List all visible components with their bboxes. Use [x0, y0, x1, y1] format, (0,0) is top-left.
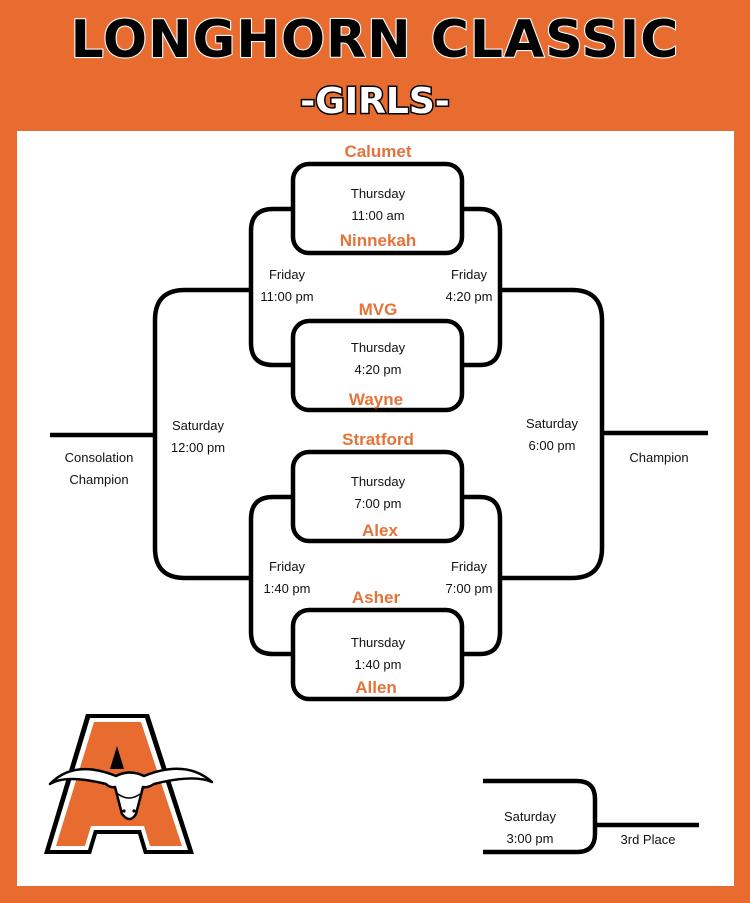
longhorn-logo	[44, 714, 214, 854]
bracket-friday-bottom-right	[462, 494, 503, 657]
team-calumet: Calumet	[344, 142, 412, 161]
game-2-time: 4:20 pm	[354, 362, 402, 377]
friday-top-right-info: Friday 4:20 pm	[414, 264, 524, 308]
game-4-info: Thursday 1:40 pm	[323, 632, 433, 676]
game-1-info: Thursday 11:00 am	[323, 183, 433, 227]
friday-top-left-info: Friday 11:00 pm	[232, 264, 342, 308]
champion-label: Champion	[629, 450, 689, 465]
game-4-day: Thursday	[350, 635, 406, 650]
friday-top-left-time: 11:00 pm	[260, 289, 314, 304]
saturday-left-time: 12:00 pm	[170, 440, 226, 455]
page-subtitle: -GIRLS-	[299, 80, 451, 124]
game-3-info: Thursday 7:00 pm	[323, 471, 433, 515]
friday-bottom-right-time: 7:00 pm	[445, 581, 493, 596]
bracket-friday-top-left	[248, 206, 293, 368]
game-1-time: 11:00 am	[351, 208, 405, 223]
consolation-label-line2: Champion	[69, 472, 129, 487]
friday-top-left-day: Friday	[268, 267, 306, 282]
friday-bottom-left-time: 1:40 pm	[263, 581, 311, 596]
team-wayne: Wayne	[348, 390, 404, 409]
team-stratford: Stratford	[342, 430, 414, 449]
saturday-right-time: 6:00 pm	[528, 438, 576, 453]
bracket-friday-top-right	[462, 206, 503, 368]
third-place-game-info: Saturday 3:00 pm	[475, 806, 585, 850]
longhorn-icon	[48, 767, 214, 821]
team-asher: Asher	[351, 588, 401, 607]
game-2-day: Thursday	[350, 340, 406, 355]
saturday-left-info: Saturday 12:00 pm	[143, 415, 253, 459]
game-1-day: Thursday	[350, 186, 406, 201]
friday-top-right-day: Friday	[450, 267, 488, 282]
bracket-third-place	[483, 778, 598, 855]
game-4-time: 1:40 pm	[354, 657, 402, 672]
team-mvg: MVG	[358, 300, 398, 319]
game-3-time: 7:00 pm	[354, 496, 402, 511]
game-3-day: Thursday	[350, 474, 406, 489]
page-title: LONGHORN CLASSIC	[70, 9, 680, 71]
game-2-info: Thursday 4:20 pm	[323, 337, 433, 381]
third-place-label: 3rd Place	[620, 832, 676, 847]
saturday-right-day: Saturday	[525, 416, 579, 431]
friday-bottom-left-info: Friday 1:40 pm	[232, 556, 342, 600]
bracket-friday-bottom-left	[248, 494, 293, 657]
third-place-game-time: 3:00 pm	[506, 831, 554, 846]
friday-bottom-left-day: Friday	[268, 559, 306, 574]
saturday-left-day: Saturday	[171, 418, 225, 433]
consolation-label-line1: Consolation	[64, 450, 134, 465]
team-alex: Alex	[362, 521, 398, 540]
friday-top-right-time: 4:20 pm	[445, 289, 493, 304]
consolation-champion-label: Consolation Champion	[44, 447, 154, 491]
friday-bottom-right-info: Friday 7:00 pm	[414, 556, 524, 600]
friday-bottom-right-day: Friday	[450, 559, 488, 574]
team-allen: Allen	[355, 678, 397, 697]
saturday-right-info: Saturday 6:00 pm	[497, 413, 607, 457]
team-ninnekah: Ninnekah	[339, 231, 417, 250]
third-place-game-day: Saturday	[503, 809, 557, 824]
